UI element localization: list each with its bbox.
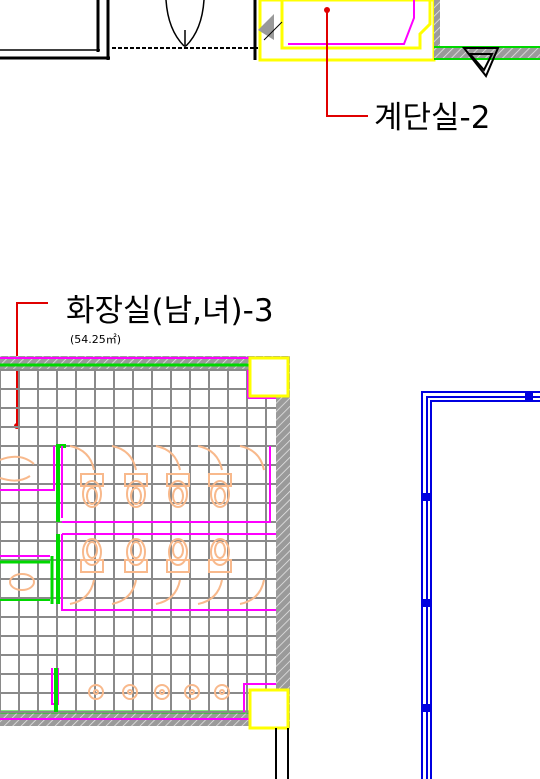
restroom-door-jamb: [275, 728, 289, 779]
stair-label: 계단실-2: [374, 100, 490, 136]
corner-columns: [248, 356, 290, 730]
stair-leader: [324, 7, 368, 117]
tile-grid: [0, 369, 276, 713]
toilet-fixture-icon: [0, 445, 265, 605]
restroom-area: (54.25㎡): [70, 333, 121, 346]
door-swing-icon: [165, 0, 205, 48]
blue-wall: [421, 391, 540, 779]
top-walls: [0, 0, 258, 60]
sink-fixture-icon: [88, 684, 230, 700]
stall-partitions: [0, 370, 276, 712]
restroom-label: 화장실(남,녀)-3: [66, 293, 274, 329]
arrow-marker-icon: [461, 47, 500, 78]
